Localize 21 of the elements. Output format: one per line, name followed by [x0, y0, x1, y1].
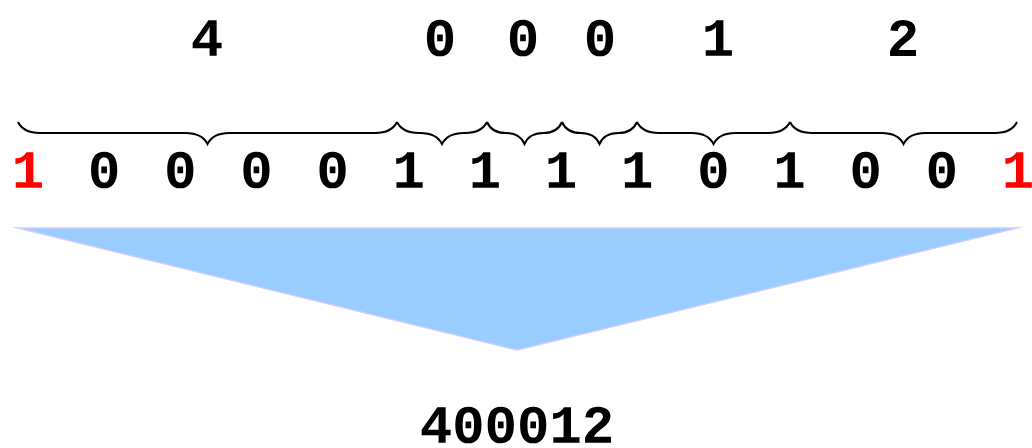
group-digit: 1: [705, 20, 732, 56]
bit-digit: 1: [624, 152, 652, 188]
bit-digit: 1: [396, 152, 423, 188]
bit-digit: 0: [91, 151, 118, 189]
bit-digit: 0: [928, 151, 955, 189]
bit-digit: 0: [852, 151, 879, 189]
bit-digit: 1: [472, 152, 499, 188]
bit-digit: 0: [167, 151, 194, 189]
bit-digit: 1: [776, 152, 804, 188]
group-digit: 0: [509, 19, 537, 57]
group-digit: 4: [192, 20, 222, 56]
bit-digit: 0: [319, 151, 346, 189]
bit-digit: 1: [15, 152, 42, 188]
group-digit: 2: [890, 19, 917, 57]
bit-digit: 1: [1005, 152, 1032, 188]
result-number: 400012: [421, 406, 612, 444]
bit-digit: 1: [548, 152, 575, 188]
group-digit: 0: [586, 19, 614, 57]
bit-digit: 0: [700, 151, 727, 189]
bit-digit: 0: [243, 151, 270, 189]
group-digit: 0: [426, 19, 454, 57]
